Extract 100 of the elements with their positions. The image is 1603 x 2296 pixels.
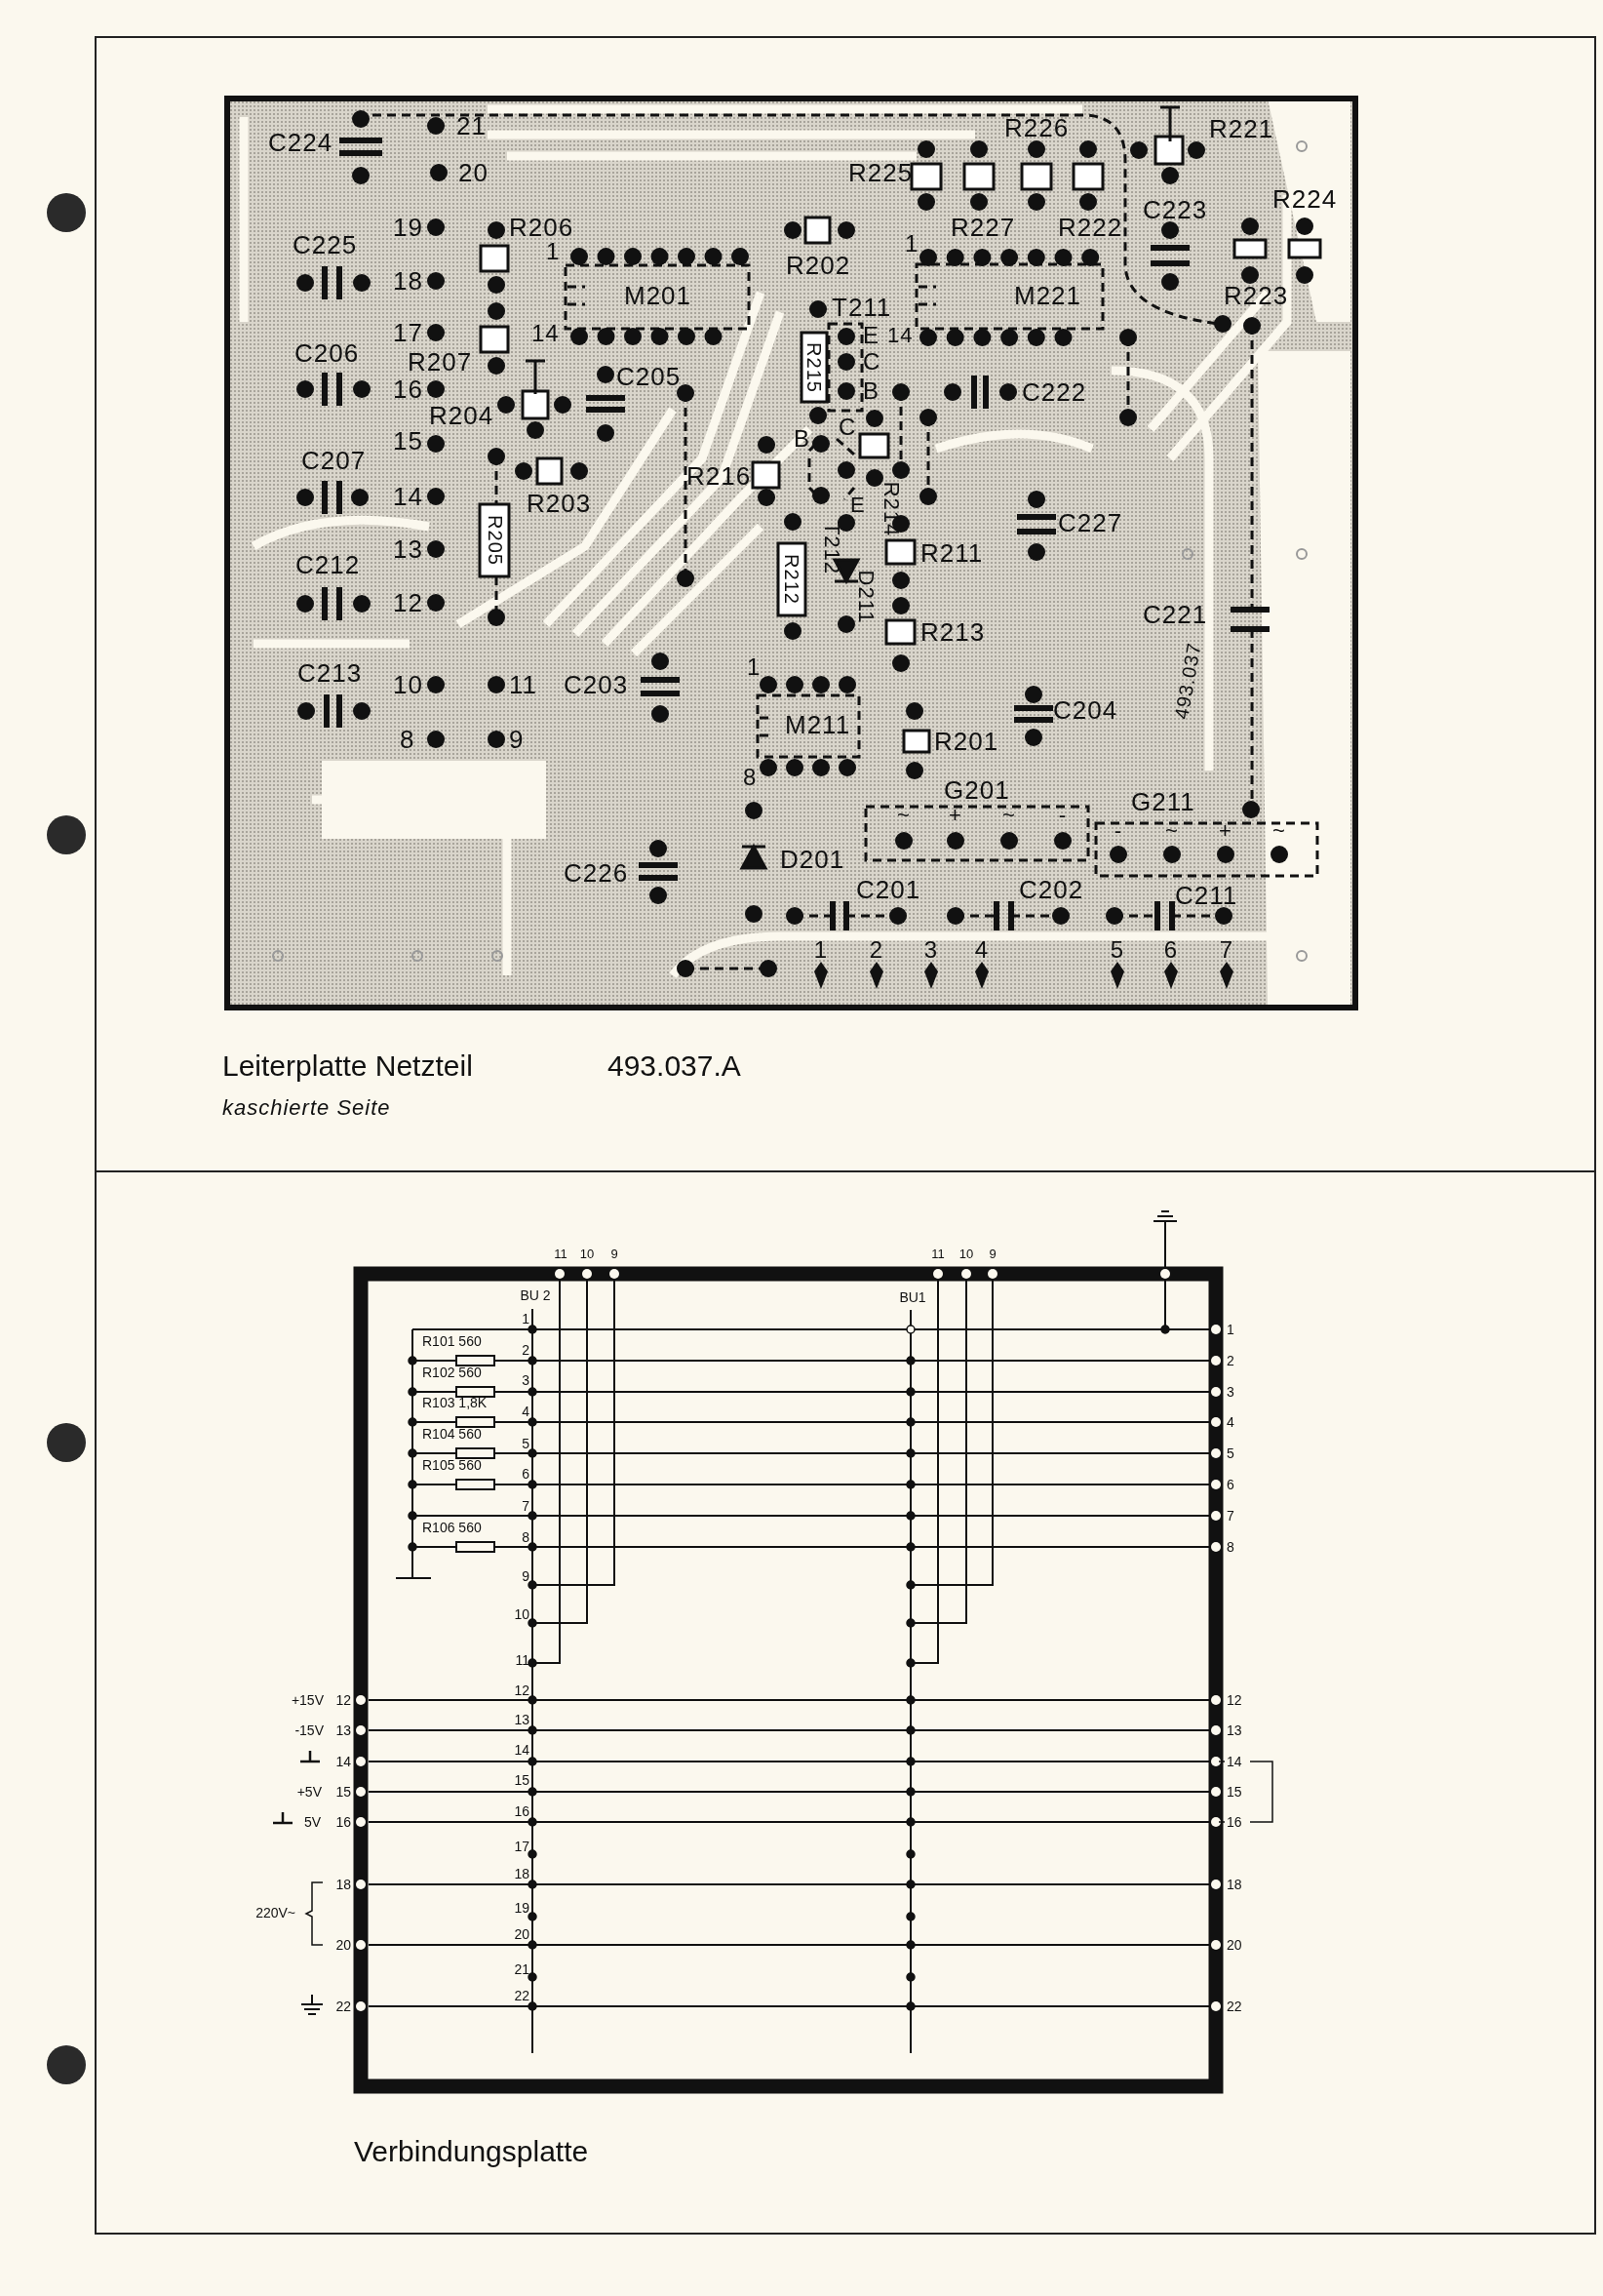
pin-number: 19: [393, 215, 423, 240]
pin-number: 6: [1163, 938, 1179, 962]
pin-number: 17: [393, 320, 423, 345]
resistor-label: R103 1,8K: [422, 1396, 488, 1409]
pin-number: 18: [393, 268, 423, 294]
component-label: C212: [295, 552, 361, 577]
component-label: D201: [780, 847, 845, 872]
pin-number: 16: [1227, 1815, 1242, 1829]
component-label: C203: [564, 672, 629, 697]
pin-number: 1: [1227, 1323, 1234, 1336]
pin-number: E: [850, 495, 866, 516]
component-label: D211: [855, 570, 877, 624]
component-label: G201: [944, 777, 1010, 803]
component-label: R225: [848, 160, 914, 185]
resistor-label: R101 560: [422, 1334, 482, 1348]
component-label: R212: [782, 554, 802, 605]
resistor-label: R102 560: [422, 1366, 482, 1379]
component-label: T211: [832, 295, 892, 320]
pin-number: 18: [1227, 1878, 1242, 1891]
pin-number: 2: [522, 1343, 529, 1357]
resistor-label: R106 560: [422, 1521, 482, 1534]
component-label: C223: [1143, 197, 1208, 222]
pin-number: 12: [514, 1683, 529, 1697]
pin-number: 5: [1227, 1446, 1234, 1460]
component-label: C204: [1053, 697, 1118, 723]
pin-number: 11: [931, 1247, 945, 1260]
pin-number: 11: [509, 672, 537, 697]
pin-number: 15: [393, 428, 423, 454]
pin-number: 9: [989, 1247, 997, 1260]
pin-number: 9: [509, 727, 525, 752]
component-label: C213: [297, 660, 363, 686]
pin-number: 22: [514, 1989, 529, 2002]
polarity-sign: ~: [1272, 820, 1286, 842]
component-label: R201: [934, 729, 999, 754]
pin-number: 12: [335, 1693, 351, 1707]
component-label: C221: [1143, 602, 1208, 627]
component-label: M211: [785, 712, 851, 737]
pin-number: 8: [522, 1530, 529, 1544]
pin-number: C: [839, 416, 857, 439]
pin-number: 15: [1227, 1785, 1242, 1799]
pin-number: B: [863, 379, 880, 403]
pin-number: 1: [522, 1312, 529, 1326]
voltage-label: +15V: [291, 1693, 324, 1707]
pin-number: 10: [393, 672, 423, 697]
component-label: R204: [429, 403, 494, 428]
component-label: C225: [293, 232, 358, 257]
pin-number: 2: [869, 938, 884, 962]
component-label: R207: [408, 349, 473, 375]
polarity-sign: ~: [1002, 805, 1016, 826]
pin-number: 22: [1227, 1999, 1242, 2013]
pin-number: 11: [515, 1653, 529, 1667]
pin-number: 19: [514, 1901, 529, 1915]
pin-number: 17: [514, 1840, 529, 1853]
component-label: R224: [1272, 186, 1338, 212]
pin-number: B: [794, 427, 810, 451]
pin-number: 9: [522, 1569, 529, 1583]
voltage-label: -15V: [294, 1723, 324, 1737]
polarity-sign: -: [1114, 820, 1123, 842]
component-label: C206: [294, 340, 360, 366]
pin-number: 15: [335, 1785, 351, 1799]
pin-number: 7: [522, 1499, 529, 1513]
pin-number: 14: [335, 1755, 351, 1768]
pin-number: 20: [335, 1938, 351, 1952]
pin-number: 16: [514, 1804, 529, 1818]
component-label: C207: [301, 448, 367, 473]
pin-number: 18: [514, 1867, 529, 1880]
component-label: R211: [920, 540, 984, 566]
pin-number: 3: [522, 1373, 529, 1387]
pin-number: 10: [514, 1607, 529, 1621]
pin-number: 14: [393, 484, 423, 509]
pin-number: 8: [743, 766, 758, 789]
pin-number: 11: [554, 1247, 567, 1260]
pin-number: 7: [1227, 1509, 1234, 1523]
connector-label: BU 2: [520, 1288, 551, 1302]
component-label: R216: [686, 463, 752, 489]
component-label: C222: [1022, 379, 1087, 405]
component-label: R215: [804, 342, 824, 393]
subcaption: kaschierte Seite: [222, 1097, 391, 1119]
component-label: R205: [486, 515, 505, 566]
caption: Verbindungsplatte: [354, 2137, 589, 2166]
pin-number: 8: [400, 727, 415, 752]
pin-number: 13: [514, 1713, 529, 1726]
pin-number: 6: [1227, 1478, 1234, 1491]
pin-number: 20: [514, 1927, 529, 1941]
component-label: R222: [1058, 215, 1123, 240]
pin-number: 12: [1227, 1693, 1242, 1707]
pin-number: 13: [393, 536, 423, 562]
component-label: R226: [1004, 115, 1070, 140]
pin-number: 13: [1227, 1723, 1242, 1737]
polarity-sign: +: [1219, 820, 1232, 842]
voltage-label: 5V: [303, 1815, 321, 1829]
voltage-label: +5V: [296, 1785, 322, 1799]
pin-number: 3: [923, 938, 939, 962]
component-label: C211: [1175, 883, 1238, 908]
component-label: R223: [1224, 283, 1289, 308]
component-label: C202: [1019, 877, 1084, 902]
resistor-label: R105 560: [422, 1458, 482, 1472]
component-label: G211: [1131, 789, 1195, 814]
pin-number: 2: [1227, 1354, 1234, 1367]
component-label: C205: [616, 364, 682, 389]
